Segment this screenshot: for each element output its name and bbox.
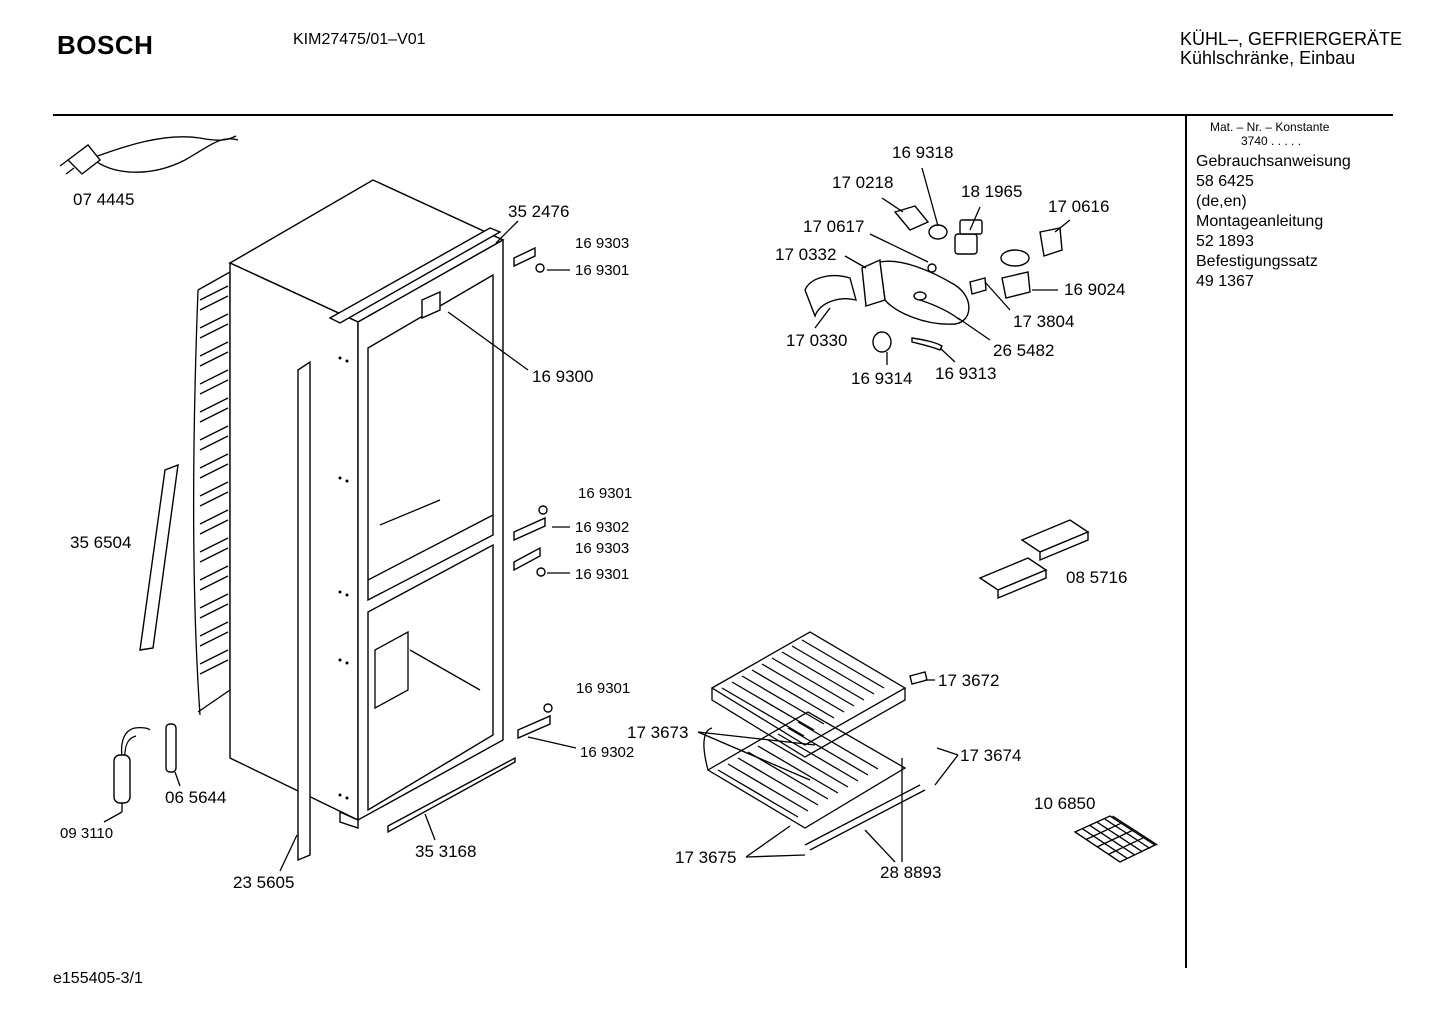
ice-tray [1073, 815, 1158, 863]
sidebar-item-number: 52 1893 [1196, 233, 1254, 250]
part-label: 17 0616 [1048, 197, 1109, 216]
base-strip [387, 756, 516, 834]
part-label: 09 3110 [60, 825, 113, 842]
part-label: 17 3674 [960, 746, 1021, 765]
part-label: 35 6504 [70, 533, 131, 552]
ice-packs [978, 519, 1090, 600]
part-label: 17 0332 [775, 245, 836, 264]
leader-lines [103, 167, 1071, 872]
model-number: KIM27475/01–V01 [293, 31, 426, 48]
power-cord [59, 135, 239, 175]
part-label: 16 9302 [580, 744, 634, 761]
sidebar-item-name: Gebrauchsanweisung [1196, 153, 1351, 170]
part-label: 16 9301 [578, 485, 632, 502]
door-seal-strip [297, 360, 311, 862]
part-label: 16 9318 [892, 143, 953, 162]
sensor [113, 726, 151, 812]
part-label: 16 9313 [935, 364, 996, 383]
part-label: 35 3168 [415, 842, 476, 861]
part-label: 16 9301 [576, 680, 630, 697]
part-label: 35 2476 [508, 202, 569, 221]
brand-logo: BOSCH [57, 30, 154, 60]
part-label: 16 9303 [575, 235, 629, 252]
part-label: 16 9300 [532, 367, 593, 386]
sidebar: Mat. – Nr. – Konstante 3740 . . . . . Ge… [1196, 120, 1386, 292]
category-subtitle: Kühlschränke, Einbau [1180, 48, 1356, 68]
part-label: 16 9301 [575, 262, 629, 279]
evaporator [703, 631, 928, 851]
part-labels: 07 4445 35 2476 16 9303 16 9301 16 9300 … [60, 143, 1127, 892]
part-label: 16 9301 [575, 566, 629, 583]
part-label: 17 3804 [1013, 312, 1074, 331]
sidebar-item-name: Montageanleitung [1196, 213, 1324, 230]
part-label: 17 0218 [832, 173, 893, 192]
side-seal-strip [139, 463, 179, 651]
part-label: 08 5716 [1066, 568, 1127, 587]
sidebar-item-name: (de,en) [1196, 193, 1247, 210]
part-label: 16 9024 [1064, 280, 1125, 299]
mat-number-value: 3740 . . . . . [1241, 134, 1302, 148]
part-label: 26 5482 [993, 341, 1054, 360]
category-title: KÜHL–, GEFRIERGERÄTE [1180, 29, 1403, 49]
sidebar-item-name: Befestigungssatz [1196, 253, 1318, 270]
hinge-brackets [421, 246, 553, 740]
connector [165, 723, 177, 773]
part-label: 17 3675 [675, 848, 736, 867]
part-label: 18 1965 [961, 182, 1022, 201]
sidebar-item-number: 49 1367 [1196, 273, 1254, 290]
part-label: 17 0617 [803, 217, 864, 236]
part-label: 17 0330 [786, 331, 847, 350]
header-divider [53, 114, 1393, 116]
mat-number-label: Mat. – Nr. – Konstante [1210, 120, 1330, 134]
part-label: 16 9314 [851, 369, 912, 388]
part-label: 07 4445 [73, 190, 134, 209]
part-label: 16 9302 [575, 519, 629, 536]
part-label: 23 5605 [233, 873, 294, 892]
sidebar-divider [1185, 116, 1187, 968]
sidebar-item-number: 58 6425 [1196, 173, 1254, 190]
document-id: e155405-3/1 [53, 970, 143, 987]
part-label: 10 6850 [1034, 794, 1095, 813]
part-label: 17 3673 [627, 723, 688, 742]
part-label: 28 8893 [880, 863, 941, 882]
thermostat-assembly [804, 205, 1063, 353]
part-label: 16 9303 [575, 540, 629, 557]
part-label: 17 3672 [938, 671, 999, 690]
condenser-grid [193, 270, 231, 716]
part-label: 06 5644 [165, 788, 226, 807]
cabinet [228, 179, 505, 829]
